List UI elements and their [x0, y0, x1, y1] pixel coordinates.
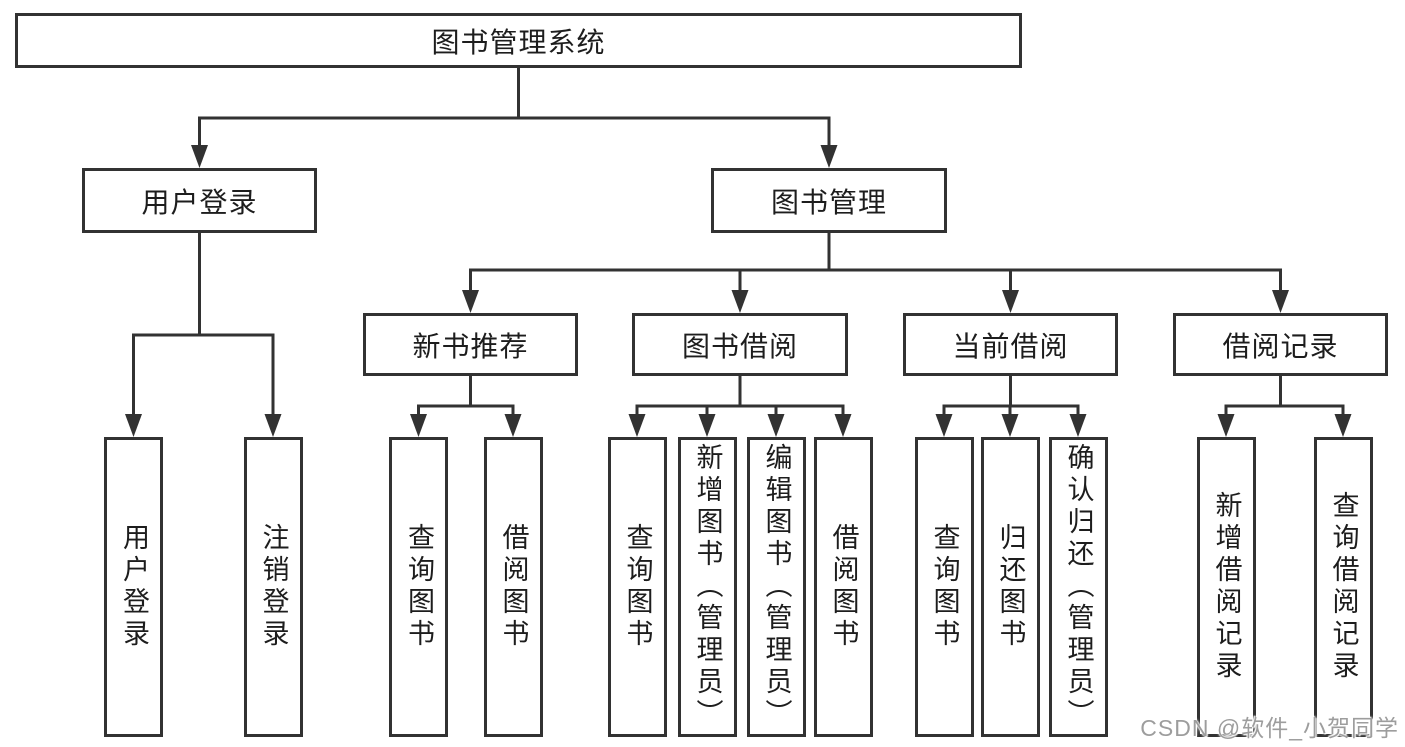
node-label: 归还图书 — [995, 523, 1026, 651]
leaf-borrow-books-recommend: 借阅图书 — [483, 437, 543, 737]
arrow-down-icon — [1069, 414, 1087, 437]
node-label: 查询图书 — [404, 523, 434, 651]
arrow-down-icon — [410, 414, 427, 437]
arrow-down-icon — [1001, 414, 1019, 437]
leaf-query-books-current: 查询图书 — [914, 437, 974, 737]
node-label: 注销登录 — [258, 523, 289, 651]
arrow-down-icon — [1217, 414, 1235, 437]
node-label: 编辑图书（管理员） — [761, 443, 792, 731]
node-book-management: 图书管理 — [711, 168, 947, 233]
node-book-borrow: 图书借阅 — [632, 313, 848, 376]
node-label: 查询图书 — [622, 523, 653, 651]
arrow-down-icon — [767, 414, 785, 437]
node-label: 新增图书（管理员） — [692, 443, 723, 731]
leaf-user-login: 用户登录 — [104, 437, 163, 737]
arrow-down-icon — [1334, 414, 1352, 437]
node-label: 查询图书 — [929, 523, 960, 651]
arrow-down-icon — [935, 414, 953, 437]
leaf-confirm-return-admin: 确认归还（管理员） — [1048, 437, 1108, 737]
node-label: 图书借阅 — [681, 330, 798, 362]
leaf-edit-book-admin: 编辑图书（管理员） — [746, 437, 806, 737]
arrow-down-icon — [1272, 290, 1289, 313]
node-user-login: 用户登录 — [82, 168, 317, 233]
arrow-down-icon — [1002, 290, 1019, 313]
node-label: 借阅记录 — [1222, 330, 1339, 362]
arrow-down-icon — [125, 414, 142, 437]
node-root-system: 图书管理系统 — [15, 13, 1022, 68]
leaf-add-book-admin: 新增图书（管理员） — [677, 437, 737, 737]
arrow-down-icon — [191, 145, 208, 168]
node-label: 用户登录 — [141, 186, 258, 218]
csdn-watermark: CSDN @软件_小贺同学 — [1140, 715, 1399, 741]
arrow-down-icon — [628, 414, 646, 437]
arrow-down-icon — [504, 414, 522, 437]
arrow-down-icon — [462, 290, 479, 313]
node-label: 图书管理系统 — [431, 26, 606, 58]
leaf-query-borrow-record: 查询借阅记录 — [1313, 437, 1373, 737]
node-label: 新书推荐 — [412, 330, 529, 362]
node-current-borrow: 当前借阅 — [903, 313, 1118, 376]
leaf-query-books-recommend: 查询图书 — [389, 437, 448, 737]
node-borrow-records: 借阅记录 — [1173, 313, 1388, 376]
arrow-down-icon — [698, 414, 716, 437]
node-label: 当前借阅 — [952, 330, 1069, 362]
node-label: 用户登录 — [119, 523, 149, 651]
node-label: 确认归还（管理员） — [1063, 443, 1094, 731]
node-new-book-recommend: 新书推荐 — [363, 313, 578, 376]
node-label: 新增借阅记录 — [1211, 491, 1242, 683]
arrow-down-icon — [820, 145, 838, 168]
leaf-add-borrow-record: 新增借阅记录 — [1196, 437, 1256, 737]
leaf-logout: 注销登录 — [243, 437, 303, 737]
arrow-down-icon — [731, 290, 749, 313]
node-label: 借阅图书 — [498, 523, 529, 651]
leaf-borrow-books: 借阅图书 — [813, 437, 873, 737]
node-label: 查询借阅记录 — [1328, 491, 1359, 683]
leaf-return-book: 归还图书 — [980, 437, 1040, 737]
node-label: 借阅图书 — [828, 523, 859, 651]
arrow-down-icon — [834, 414, 852, 437]
node-label: 图书管理 — [770, 186, 887, 218]
arrow-down-icon — [264, 414, 282, 437]
leaf-query-books-borrow: 查询图书 — [607, 437, 667, 737]
